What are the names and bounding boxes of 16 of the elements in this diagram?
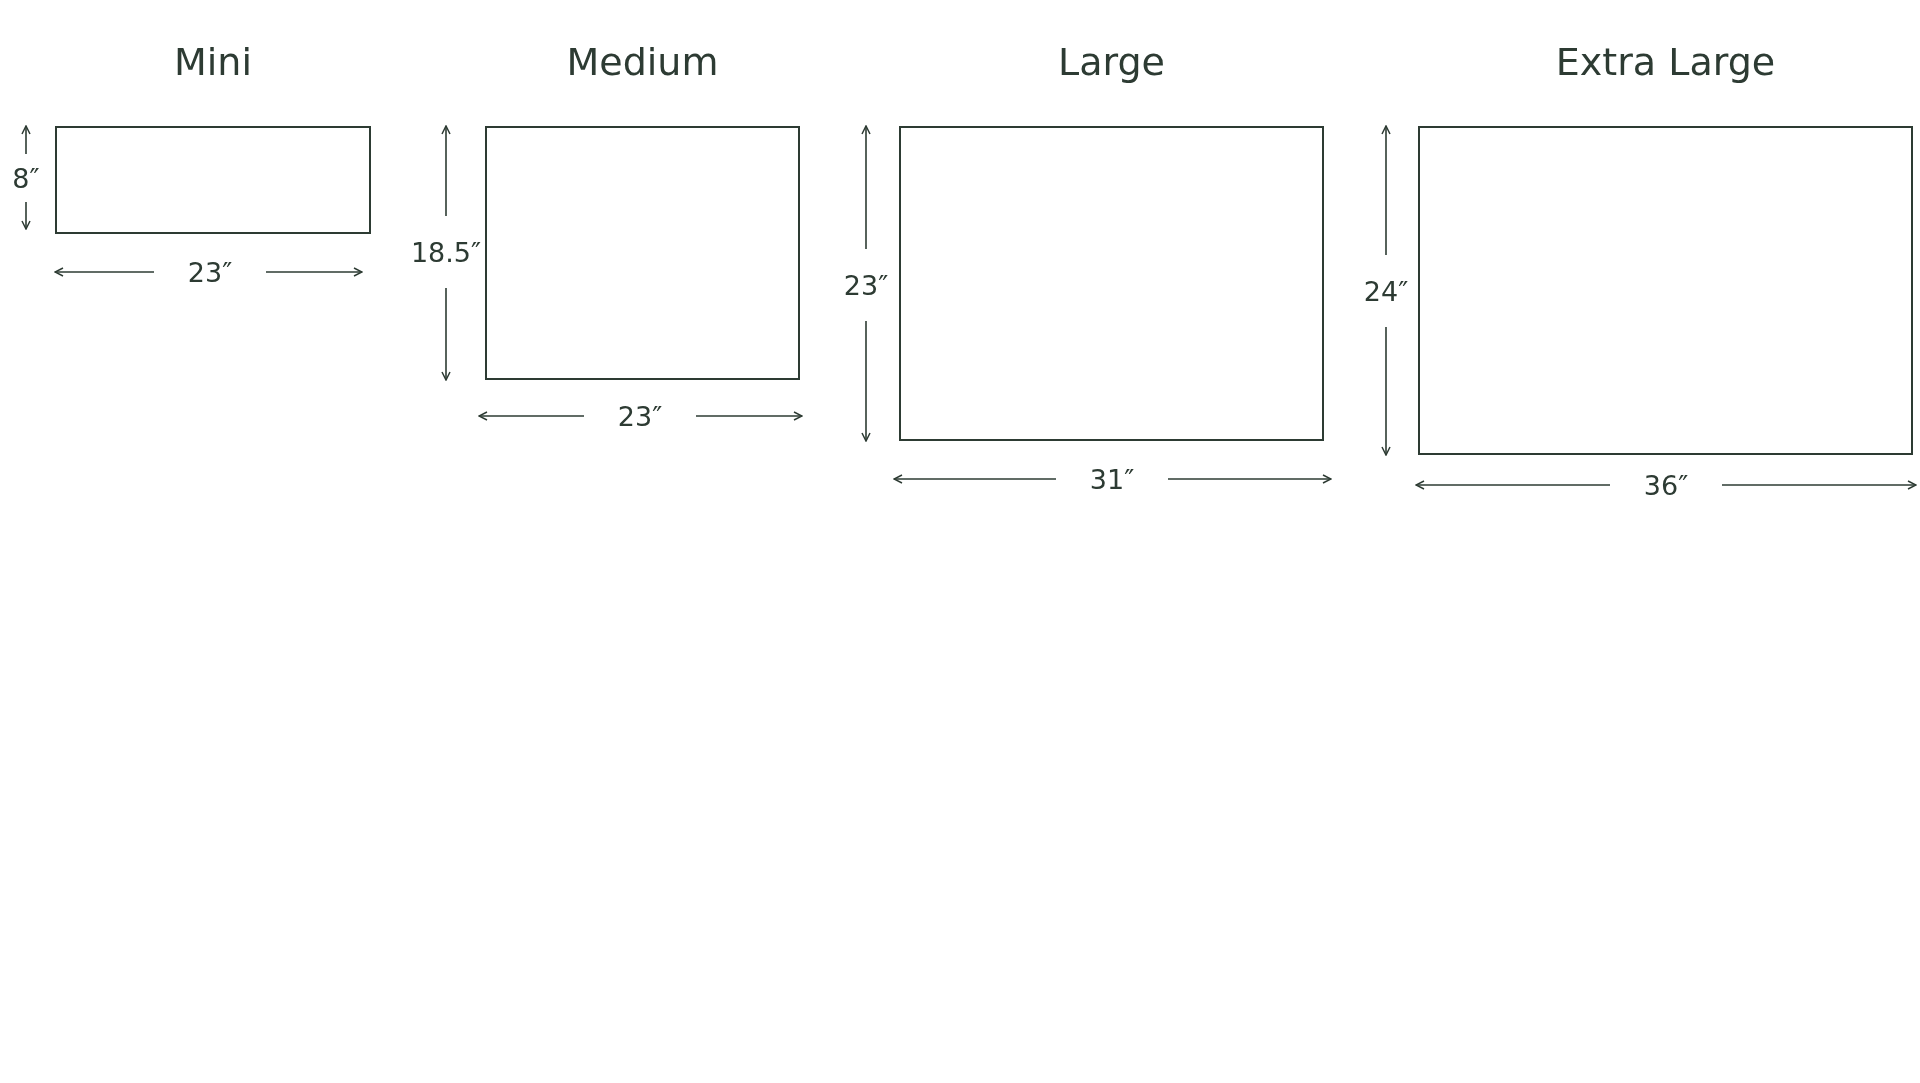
size-rectangle [1418,126,1913,455]
dimension-label: 24″ [1363,277,1409,305]
size-heading: Mini [174,40,252,84]
size-heading: Extra Large [1555,40,1776,84]
size-heading: Large [1058,40,1165,84]
size-heading: Medium [566,40,719,84]
size-rectangle [55,126,371,234]
size-rectangle [899,126,1324,441]
dimension-label: 23″ [187,258,233,286]
dimension-label: 31″ [1089,465,1135,493]
dimension-label: 36″ [1643,471,1689,499]
dimension-label: 8″ [12,164,40,192]
dimension-label: 23″ [843,271,889,299]
dimension-label: 23″ [617,402,663,430]
dimension-label: 18.5″ [410,238,482,266]
size-rectangle [485,126,800,380]
